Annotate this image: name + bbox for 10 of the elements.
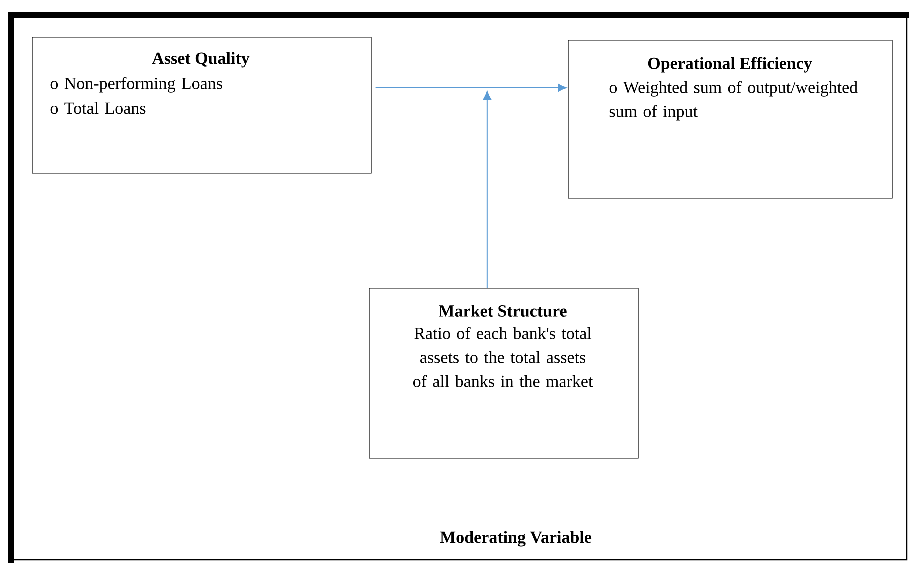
arrow [375, 84, 567, 92]
box-heading: Market Structure [439, 305, 567, 317]
box-heading: Asset Quality [152, 52, 250, 68]
box-heading: Operational Efficiency [648, 57, 812, 73]
bullet-text: o Weighted sum of output/weighted sum of input [610, 81, 858, 121]
bullet-text: o Non-performing Loans [50, 77, 222, 93]
arrow [483, 91, 492, 288]
bullet-text: o Total Loans [50, 102, 146, 114]
body-text: Ratio of each bank's total assets to the total assets of all banks in the market [413, 327, 594, 388]
caption-text: Moderating Variable [440, 531, 592, 547]
